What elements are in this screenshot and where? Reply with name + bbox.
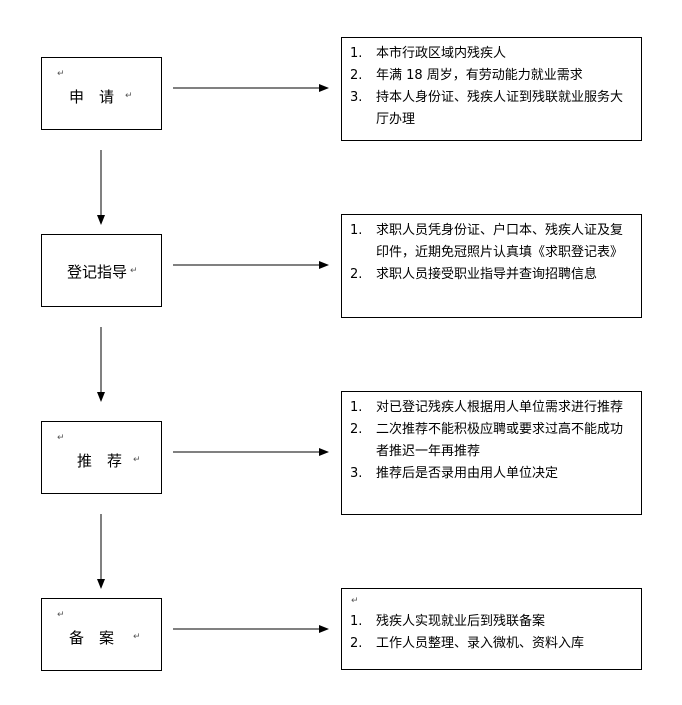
detail-item: 2.年满 18 周岁，有劳动能力就业需求: [350, 68, 583, 83]
detail-item: 1.对已登记残疾人根据用人单位需求进行推荐: [350, 400, 624, 415]
detail-item: 2.工作人员整理、录入微机、资料入库: [350, 636, 585, 651]
paragraph-mark: ↵: [130, 266, 138, 276]
paragraph-mark: ↵: [57, 610, 65, 620]
detail-item: 1.本市行政区域内残疾人: [350, 46, 507, 61]
step-record-label: 备 案: [69, 629, 115, 647]
step-recommend-label: 推 荐: [77, 452, 123, 470]
paragraph-mark: ↵: [351, 596, 359, 606]
detail-item: 3.持本人身份证、残疾人证到残联就业服务大厅办理: [350, 90, 624, 127]
detail-item: 2.二次推荐不能积极应聘或要求过高不能成功者推迟一年再推荐: [350, 422, 624, 459]
step-register-box: 登记指导 ↵: [41, 234, 162, 307]
paragraph-mark: ↵: [133, 632, 141, 642]
step-register-label: 登记指导: [67, 263, 128, 281]
paragraph-mark: ↵: [125, 91, 133, 101]
detail-item: 2.求职人员接受职业指导并查询招聘信息: [350, 267, 598, 282]
detail-item: 3.推荐后是否录用由用人单位决定: [350, 466, 559, 481]
paragraph-mark: ↵: [57, 69, 65, 79]
step-apply-details-box: 1.本市行政区域内残疾人 2.年满 18 周岁，有劳动能力就业需求 3.持本人身…: [341, 37, 642, 141]
step-record-details-box: ↵ 1.残疾人实现就业后到残联备案 2.工作人员整理、录入微机、资料入库: [341, 588, 642, 670]
step-record-box: ↵ 备 案 ↵: [41, 598, 162, 671]
detail-item: 1.求职人员凭身份证、户口本、残疾人证及复印件，近期免冠照片认真填《求职登记表》: [350, 223, 624, 260]
paragraph-mark: ↵: [57, 433, 65, 443]
paragraph-mark: ↵: [133, 455, 141, 465]
step-apply-label: 申 请: [69, 88, 115, 106]
step-recommend-details-box: 1.对已登记残疾人根据用人单位需求进行推荐 2.二次推荐不能积极应聘或要求过高不…: [341, 391, 642, 515]
step-register-details-box: 1.求职人员凭身份证、户口本、残疾人证及复印件，近期免冠照片认真填《求职登记表》…: [341, 214, 642, 318]
detail-item: 1.残疾人实现就业后到残联备案: [350, 614, 546, 629]
step-recommend-box: ↵ 推 荐 ↵: [41, 421, 162, 494]
step-apply-box: ↵ 申 请 ↵: [41, 57, 162, 130]
